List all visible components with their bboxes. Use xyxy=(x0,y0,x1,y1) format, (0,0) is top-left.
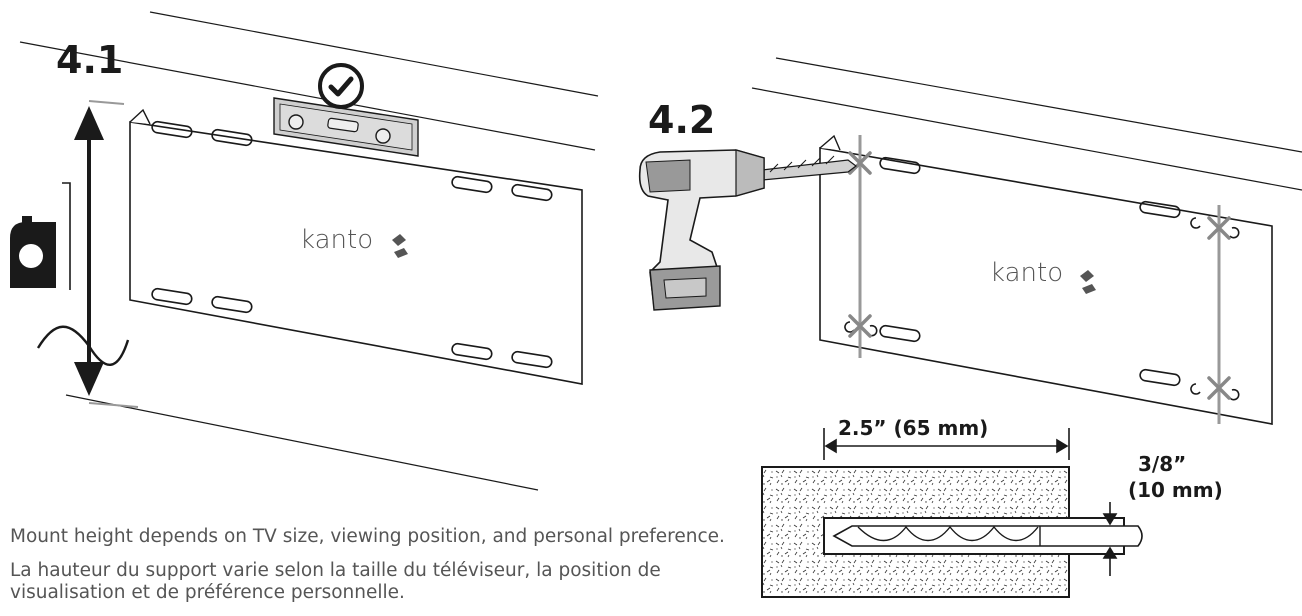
brand-logo-icon xyxy=(1080,270,1096,294)
bit-diameter-imperial-label: 3/8” xyxy=(1138,452,1187,476)
brand-logo-icon xyxy=(392,234,408,258)
brand-wordmark-right: kanto xyxy=(990,258,1064,288)
bit-diameter-metric-label: (10 mm) xyxy=(1128,478,1223,502)
check-circle-icon xyxy=(318,63,364,109)
step-number-4-2: 4.2 xyxy=(648,98,716,142)
brand-wordmark-left: kanto xyxy=(300,225,374,255)
mount-plate-left xyxy=(129,108,583,385)
caption-french: La hauteur du support varie selon la tai… xyxy=(10,560,661,603)
wall-lines-right xyxy=(751,57,1302,191)
drill-mark-icon xyxy=(848,151,1231,400)
caption: Mount height depends on TV size, viewing… xyxy=(10,526,770,616)
hole-depth-label: 2.5” (65 mm) xyxy=(838,416,989,440)
height-arrow-icon xyxy=(36,100,139,408)
depth-dimension-line xyxy=(823,428,1070,460)
wall-lines-left xyxy=(19,11,599,491)
spirit-level-icon xyxy=(273,97,419,157)
mount-slots-right xyxy=(844,156,1240,401)
power-drill-icon xyxy=(638,149,857,311)
mount-slots-left xyxy=(151,120,553,369)
installation-diagram xyxy=(10,11,1302,598)
step-number-4-1: 4.1 xyxy=(56,38,124,82)
drill-bit-icon xyxy=(832,525,1143,547)
mount-plate-right xyxy=(819,134,1273,425)
caption-english: Mount height depends on TV size, viewing… xyxy=(10,526,725,547)
tape-measure-icon xyxy=(10,182,71,290)
diameter-arrows xyxy=(1102,502,1118,576)
